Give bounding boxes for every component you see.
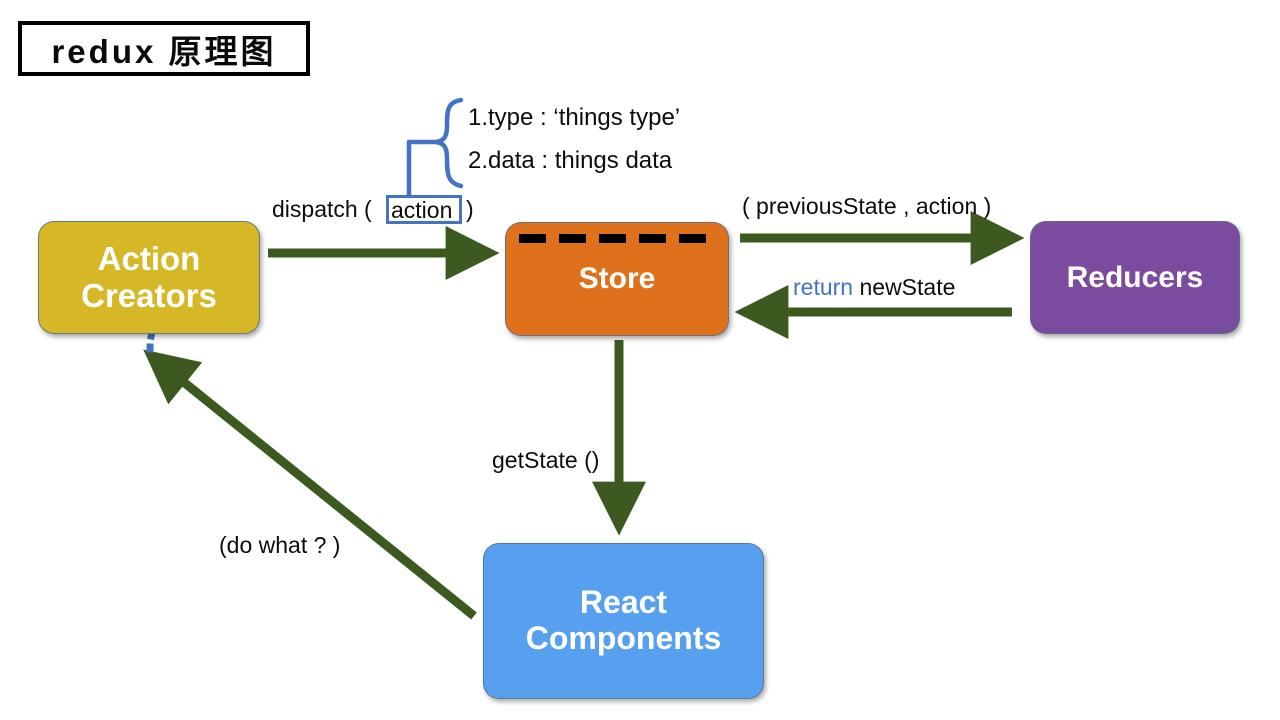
node-action-creators-line2: Creators bbox=[81, 276, 217, 314]
label-return-keyword: return bbox=[793, 274, 854, 300]
label-do-what: (do what ? ) bbox=[219, 532, 341, 558]
action-token-box bbox=[386, 195, 462, 224]
brace-annotation bbox=[406, 97, 464, 199]
node-action-creators-line1: Action bbox=[97, 239, 201, 277]
node-reducers-label: Reducers bbox=[1066, 260, 1204, 294]
label-return-newstate: return newState bbox=[793, 274, 955, 301]
node-reducers[interactable]: Reducers bbox=[1030, 221, 1240, 334]
label-action-token: action bbox=[391, 197, 453, 223]
store-dashed-divider bbox=[519, 234, 719, 243]
brace-line-type: 1.type : ‘things type’ bbox=[468, 104, 681, 131]
page-title-box: redux 原理图 bbox=[18, 21, 310, 76]
brace-line-data: 2.data : things data bbox=[468, 147, 673, 174]
node-store-label: Store bbox=[578, 262, 656, 296]
arrow-do-what bbox=[143, 349, 477, 620]
label-previous-state: ( previousState , action ) bbox=[742, 193, 992, 219]
page-title: redux 原理图 bbox=[51, 32, 277, 70]
label-return-value: newState bbox=[859, 274, 956, 300]
label-dispatch-prefix: dispatch ( bbox=[272, 196, 372, 222]
node-action-creators[interactable]: Action Creators bbox=[38, 221, 260, 334]
label-dispatch-suffix: ) bbox=[466, 196, 474, 222]
label-get-state: getState () bbox=[492, 447, 600, 473]
node-react-components[interactable]: React Components bbox=[483, 543, 764, 699]
node-react-components-line1: React bbox=[579, 584, 668, 621]
node-react-components-line2: Components bbox=[525, 620, 722, 656]
